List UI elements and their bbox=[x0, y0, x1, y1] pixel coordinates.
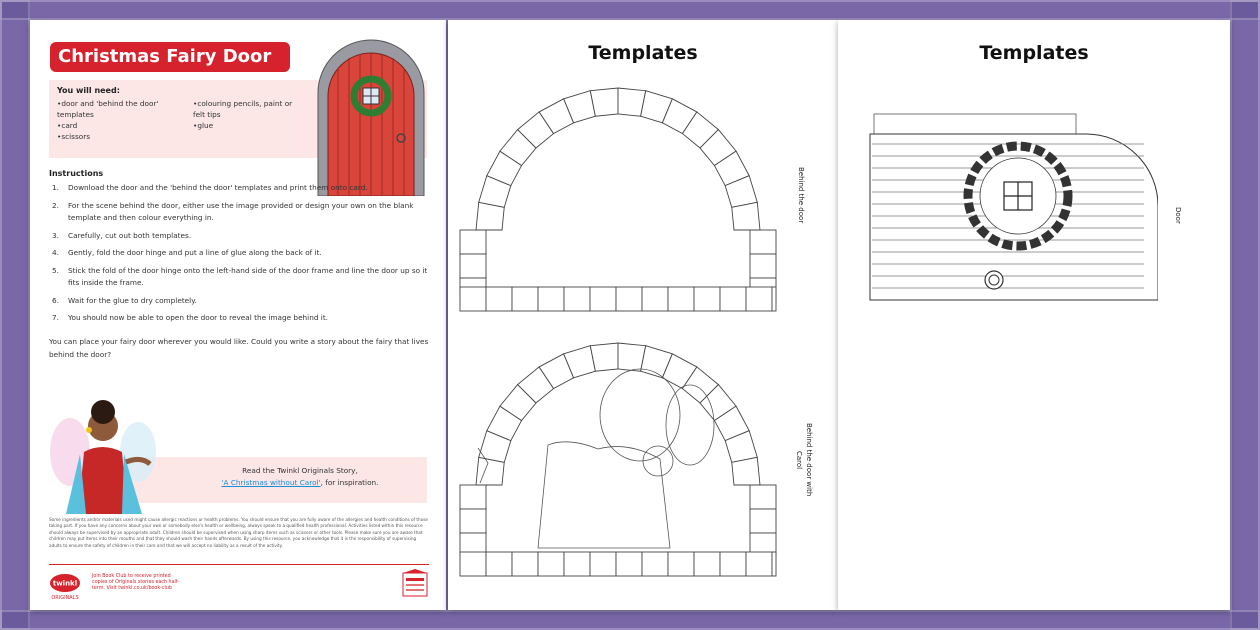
instruction-step: 7.You should now be able to open the doo… bbox=[52, 313, 328, 322]
needs-list-right: colouring pencils, paint or felt tips gl… bbox=[193, 98, 303, 131]
svg-text:ORIGINALS: ORIGINALS bbox=[51, 595, 78, 601]
read-story-text: Read the Twinkl Originals Story, 'A Chri… bbox=[221, 466, 379, 487]
templates-page-behind: Templates Behind the door Behind the doo… bbox=[448, 20, 838, 610]
needs-item: colouring pencils, paint or felt tips bbox=[193, 98, 303, 120]
instructions-heading: Instructions bbox=[49, 169, 104, 178]
instructions-list: 1.Download the door and the 'behind the … bbox=[52, 182, 430, 330]
instruction-step: 5.Stick the fold of the door hinge onto … bbox=[52, 265, 428, 288]
twinkl-originals-logo: twinkl ORIGINALS bbox=[50, 574, 80, 601]
needs-item: scissors bbox=[57, 131, 167, 142]
svg-text:twinkl: twinkl bbox=[53, 580, 77, 588]
templates-page-door: Templates Door bbox=[838, 20, 1230, 610]
templates-title: Templates bbox=[979, 42, 1089, 64]
needs-heading: You will need: bbox=[57, 86, 120, 95]
needs-item: glue bbox=[193, 120, 303, 131]
needs-item: card bbox=[57, 120, 167, 131]
templates-title: Templates bbox=[588, 42, 698, 64]
behind-door-frame-template bbox=[459, 87, 777, 312]
instruction-step: 2.For the scene behind the door, either … bbox=[52, 200, 414, 223]
page-title: Christmas Fairy Door bbox=[50, 42, 290, 72]
instruction-step: 3.Carefully, cut out both templates. bbox=[52, 230, 192, 240]
behind-door-with-carol-template bbox=[459, 342, 777, 577]
read-story-box: Read the Twinkl Originals Story, 'A Chri… bbox=[120, 457, 427, 503]
instruction-step: 6.Wait for the glue to dry completely. bbox=[52, 295, 197, 305]
instruction-step: 1.Download the door and the 'behind the … bbox=[52, 183, 368, 192]
red-door-illustration bbox=[317, 39, 425, 196]
instructions-page: Christmas Fairy Door You will need: door… bbox=[30, 20, 446, 610]
closing-paragraph: You can place your fairy door wherever y… bbox=[49, 337, 429, 359]
carol-line-drawing bbox=[477, 368, 715, 549]
needs-list-left: door and 'behind the door' templates car… bbox=[57, 98, 167, 142]
book-club-text: Join Book Club to receive printed copies… bbox=[92, 574, 180, 592]
door-label: Door bbox=[1174, 206, 1182, 224]
book-club-badge-icon bbox=[402, 569, 428, 597]
behind-door-carol-label: Behind the door with Carol bbox=[795, 423, 813, 497]
story-link[interactable]: 'A Christmas without Carol' bbox=[221, 478, 321, 487]
fairy-carol-illustration bbox=[50, 400, 156, 514]
safety-disclaimer: Some ingredients and/or materials used m… bbox=[49, 517, 429, 548]
door-template bbox=[869, 113, 1158, 301]
instruction-step: 4.Gently, fold the door hinge and put a … bbox=[52, 248, 322, 257]
needs-item: door and 'behind the door' templates bbox=[57, 98, 167, 120]
behind-door-label: Behind the door bbox=[797, 166, 805, 224]
footer-divider bbox=[49, 564, 429, 565]
